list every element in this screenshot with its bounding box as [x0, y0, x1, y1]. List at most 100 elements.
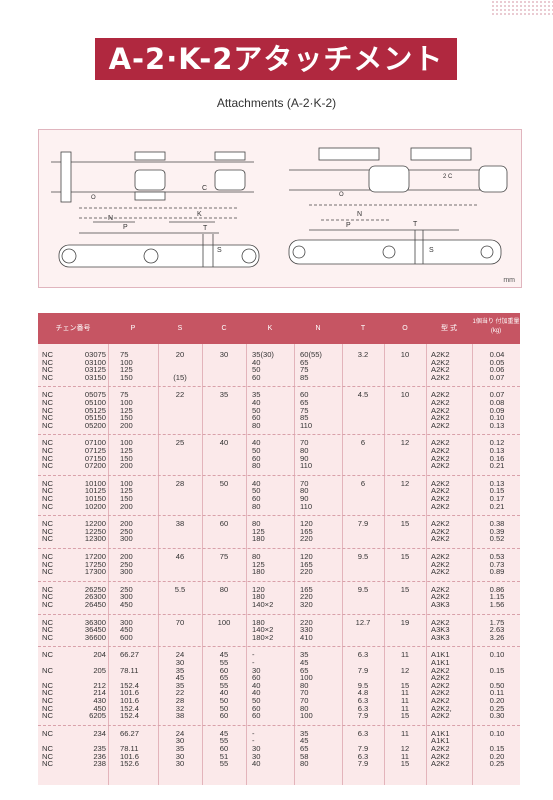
cell-c: 45 55 60 51 55 — [219, 728, 229, 769]
cell-wt: 0.53 0.73 0.89 — [489, 552, 505, 577]
cell-s: 24 30 35 30 30 — [175, 728, 185, 769]
cell-t: 9.5 — [357, 552, 369, 561]
left-side-view — [51, 151, 260, 268]
label-t-left: T — [203, 225, 208, 232]
cell-type: A2K2 A2K2 A2K2 A2K2 — [431, 438, 450, 471]
table-header: チェン番号 P S C K N T O 型 式 1個当り 付加重量 (kg) — [38, 313, 520, 344]
cell-c: 35 — [219, 390, 229, 400]
cell-p: 66.27 78.11 101.6 152.6 — [120, 728, 140, 769]
cell-k: 35(30) 40 50 60 — [252, 350, 274, 382]
cell-k: 80 125 180 — [252, 519, 265, 544]
cell-k: 80 125 180 — [252, 552, 265, 577]
cell-t: 6.3 7.9 9.5 4.8 6.3 6.3 7.9 — [357, 650, 369, 721]
cell-wt: 0.04 0.05 0.06 0.07 — [489, 350, 505, 382]
cell-nc: NC NC NC — [42, 617, 53, 642]
corner-dot-pattern — [491, 0, 553, 16]
label-p-left: P — [123, 224, 128, 231]
cell-wt: 0.10 0.15 0.20 0.25 — [489, 728, 505, 769]
cell-k: 40 50 60 80 — [252, 478, 261, 511]
row-separator — [38, 515, 520, 517]
row-separator — [38, 613, 520, 615]
cell-p: 200 250 300 — [120, 552, 133, 577]
cell-n: 35 45 65 100 80 70 70 80 100 — [300, 650, 313, 721]
page-title: A-2·K-2アタッチメント — [95, 38, 457, 80]
label-o-left: O — [91, 195, 96, 201]
cell-k: - - 30 60 40 40 50 60 60 — [252, 650, 261, 721]
cell-no: 17200 17250 17300 — [84, 552, 106, 577]
col-divider — [108, 344, 109, 785]
row-separator — [38, 646, 520, 648]
cell-c: 50 — [219, 478, 229, 488]
cell-o: 12 — [400, 478, 410, 488]
cell-o: 11 12 11 15 — [400, 728, 410, 769]
cell-n: 220 330 410 — [300, 617, 313, 642]
cell-p: 75 100 125 150 — [120, 350, 133, 382]
attachment-drawing: N P K C T S O N P T S 2 C — [38, 129, 522, 288]
right-side-view — [288, 147, 508, 265]
cell-n: 165 220 320 — [300, 584, 313, 609]
label-p-right: P — [346, 222, 351, 229]
cell-type: A1K1 A1K1 A2K2 A2K2 A2K2 A2K2 A2K2 A2K2,… — [431, 650, 452, 721]
cell-s: 5.5 — [174, 584, 186, 594]
label-o-right: O — [339, 192, 344, 198]
label-t-right: T — [413, 221, 418, 228]
cell-o: 10 — [400, 390, 410, 400]
cell-no: 10100 10125 10150 10200 — [84, 478, 106, 511]
cell-type: A2K2 A2K2 A2K2 A2K2 — [431, 478, 450, 511]
cell-type: A2K2 A2K2 A2K2 — [431, 519, 450, 544]
cell-no: 26250 26300 26450 — [84, 584, 106, 609]
cell-wt: 0.07 0.08 0.09 0.10 0.13 — [489, 390, 505, 430]
row-separator — [38, 724, 520, 726]
cell-n: 120 165 220 — [300, 519, 313, 544]
cell-nc: NC NC NC NC — [42, 478, 53, 511]
cell-nc: NC NC NC — [42, 584, 53, 609]
header-type: 型 式 — [441, 325, 457, 332]
label-c-left: C — [202, 185, 207, 192]
row-separator — [38, 548, 520, 549]
cell-nc: NC NC NC — [42, 552, 53, 577]
cell-nc: NC NC NC NC NC NC NC — [42, 650, 53, 721]
cell-c: 80 — [219, 584, 229, 594]
col-divider — [246, 344, 247, 785]
cell-no: 07100 07125 07150 07200 — [84, 438, 106, 471]
cell-t: 4.5 — [357, 390, 369, 400]
row-separator — [38, 434, 520, 436]
cell-p: 300 450 600 — [120, 617, 133, 642]
header-n: N — [315, 325, 321, 332]
col-divider — [202, 344, 203, 785]
header-p: P — [130, 325, 136, 332]
cell-n: 70 80 90 110 — [300, 478, 313, 511]
cell-n: 60 65 75 85 110 — [300, 390, 313, 430]
cell-p: 75 100 125 150 200 — [120, 390, 133, 430]
cell-n: 60(55) 65 75 85 — [300, 350, 322, 382]
col-divider — [384, 344, 385, 785]
cell-t: 6 — [360, 478, 366, 488]
cell-wt: 0.10 0.15 0.50 0.11 0.20 0.25 0.30 — [489, 650, 505, 721]
cell-s: 70 — [175, 617, 185, 627]
cell-no: 204 205 212 214 430 450 6205 — [89, 650, 106, 721]
row-separator — [38, 474, 520, 476]
header-c: C — [221, 325, 227, 332]
drawing-svg: N P K C T S O N P T S 2 C — [51, 147, 508, 268]
attachments-table: チェン番号 P S C K N T O 型 式 1個当り 付加重量 (kg) N… — [38, 313, 520, 785]
cell-c: 75 — [219, 552, 229, 561]
label-s-right: S — [429, 247, 434, 254]
cell-p: 66.27 78.11 152.4 101.6 101.6 152.4 152.… — [120, 650, 140, 721]
cell-wt: 0.13 0.15 0.17 0.21 — [489, 478, 505, 511]
cell-k: 35 40 50 60 80 — [252, 390, 261, 430]
cell-type: A2K2 A2K2 A3K3 — [431, 584, 450, 609]
header-o: O — [402, 325, 408, 332]
header-t: T — [360, 325, 366, 332]
cell-wt: 0.38 0.39 0.52 — [489, 519, 505, 544]
cell-t: 6.3 7.9 6.3 7.9 — [357, 728, 369, 769]
cell-t: 3.2 — [357, 350, 369, 359]
cell-wt: 0.12 0.13 0.16 0.21 — [489, 438, 505, 471]
cell-type: A2K2 A2K2 A2K2 A2K2 A2K2 — [431, 390, 450, 430]
cell-p: 100 125 150 200 — [120, 438, 133, 471]
header-k: K — [267, 325, 273, 332]
cell-k: - - 30 30 40 — [252, 728, 261, 769]
cell-wt: 0.86 1.15 1.56 — [489, 584, 505, 609]
row-separator — [38, 386, 520, 388]
cell-s: 22 — [175, 390, 185, 400]
cell-nc: NC NC NC NC — [42, 728, 53, 769]
